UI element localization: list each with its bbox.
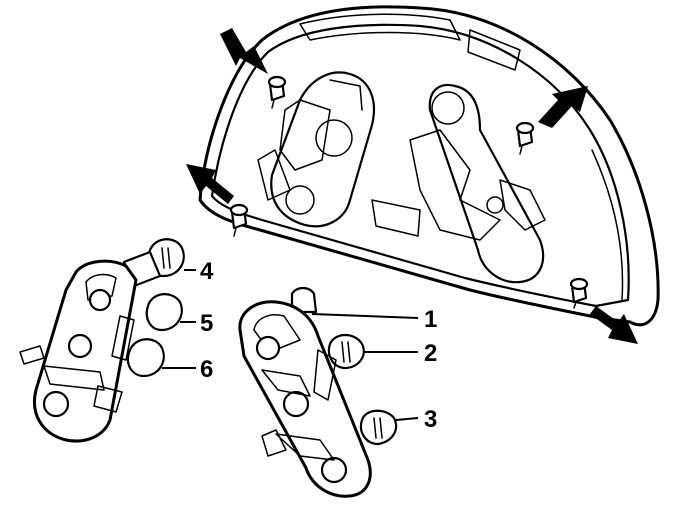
mounting-stud	[569, 277, 589, 309]
callout-labels: 1 2 3 4 5 6	[200, 258, 437, 433]
leader-line-3	[395, 417, 419, 421]
callout-4: 4	[200, 258, 214, 285]
bulb-holder-left	[19, 238, 185, 443]
arrow-right	[538, 86, 588, 128]
pointer-arrows	[186, 28, 638, 344]
bulb-6	[126, 338, 165, 378]
arrow-bottom-right	[590, 306, 638, 344]
leader-line-1	[311, 313, 419, 319]
mounting-stud	[515, 121, 535, 155]
callout-3: 3	[424, 406, 437, 433]
mounting-stud	[267, 75, 287, 109]
callout-5: 5	[200, 310, 213, 337]
leader-lines	[162, 269, 419, 421]
bulb-2	[327, 333, 365, 370]
socket-opening-left	[270, 71, 376, 228]
mounting-stud	[229, 203, 249, 237]
bulb-3	[359, 409, 398, 446]
arrow-top-left	[220, 28, 268, 74]
arrow-left	[186, 164, 234, 204]
callout-6: 6	[200, 356, 213, 383]
bulb-1	[290, 286, 318, 314]
socket-opening-right	[428, 83, 545, 284]
callout-2: 2	[424, 340, 437, 367]
callout-1: 1	[424, 306, 437, 333]
bulb-5	[145, 293, 183, 332]
tail-light-housing	[198, 5, 660, 327]
bulb-holder-right	[238, 286, 398, 498]
